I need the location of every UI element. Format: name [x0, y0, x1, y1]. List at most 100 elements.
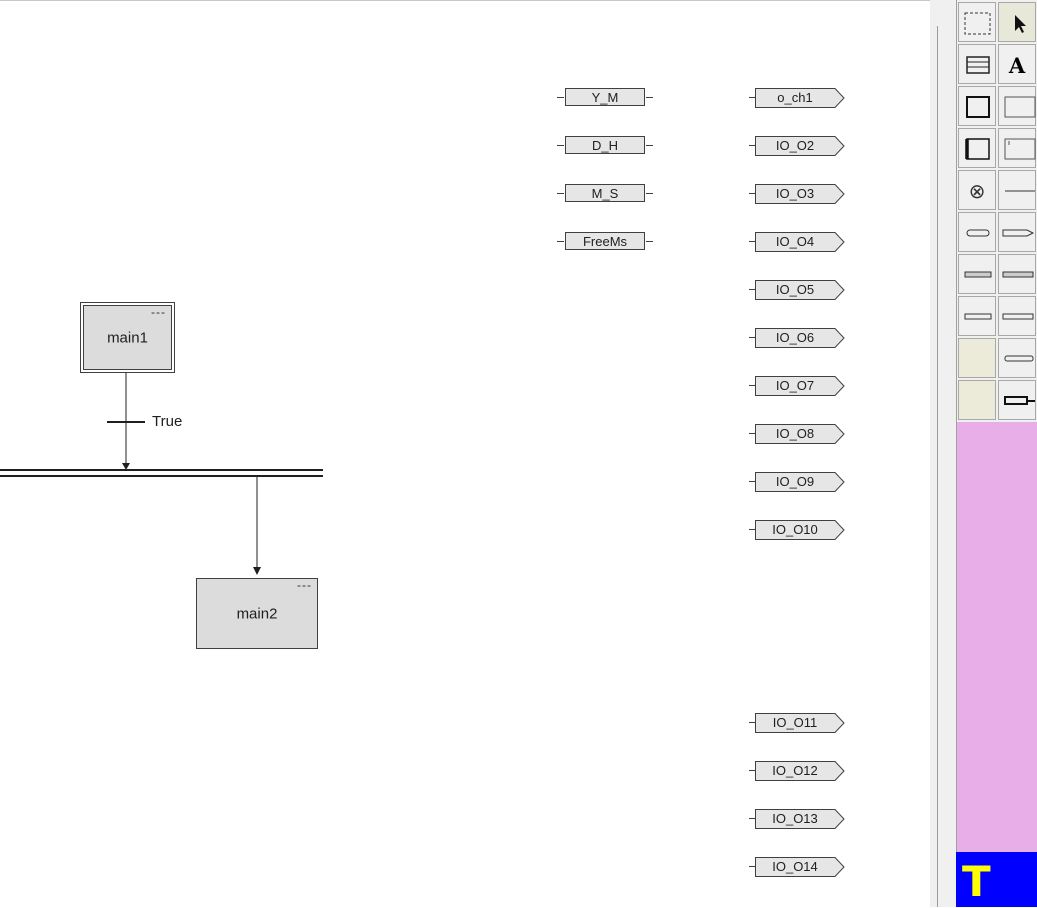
output-variable-label: IO_O10	[772, 522, 818, 537]
local-var-icon	[964, 313, 992, 320]
output-pin-left	[749, 481, 756, 482]
output-pin-left	[749, 385, 756, 386]
local-var-alt-icon	[1002, 313, 1034, 320]
output-pin-left	[749, 433, 756, 434]
input-variable-label: M_S	[565, 184, 645, 202]
logo-letter: T	[962, 857, 991, 906]
output-pin-left	[749, 722, 756, 723]
output-variable-shape	[755, 328, 845, 348]
output-variable-shape	[755, 424, 845, 444]
connector-icon	[1004, 396, 1035, 405]
palette-empty-area	[956, 422, 1037, 852]
output-pin-left	[749, 337, 756, 338]
wires-layer	[0, 373, 323, 575]
step-comment: ---	[297, 578, 312, 592]
transition-condition[interactable]: True	[152, 413, 183, 430]
input-variable-label: FreeMs	[565, 232, 645, 250]
tool-marquee-select[interactable]	[958, 2, 996, 42]
initial-step-icon	[965, 138, 990, 160]
output-variable-label: IO_O4	[775, 234, 815, 249]
sfc-diagram-canvas[interactable]: --- main1 True --- main2 Y_M D_H M_S FreeMs…	[0, 0, 930, 907]
pointer-arrow-icon	[1015, 15, 1026, 33]
output-variable-label: IO_O14	[772, 859, 818, 874]
step-main2[interactable]: --- main2	[196, 578, 318, 649]
tool-local-var[interactable]	[958, 296, 996, 336]
input-pin-right	[646, 145, 653, 146]
tool-text-tool[interactable]: A	[998, 44, 1036, 84]
output-pin-left	[749, 289, 756, 290]
tool-small-var[interactable]	[998, 338, 1036, 378]
small-var-icon	[1004, 355, 1034, 362]
output-variable-label: IO_O6	[775, 330, 815, 345]
output-variable-label: o_ch1	[777, 90, 813, 105]
tool-connector[interactable]	[998, 380, 1036, 420]
output-pin-left	[749, 529, 756, 530]
tool-horizontal-line[interactable]	[998, 170, 1036, 210]
output-variable-shape	[755, 857, 845, 877]
tool-local-var-alt[interactable]	[998, 296, 1036, 336]
output-pin-left	[749, 193, 756, 194]
input-pin-left	[557, 145, 564, 146]
output-variable-shape	[755, 472, 845, 492]
tool-step-alt[interactable]	[998, 86, 1036, 126]
output-variable-shape	[755, 376, 845, 396]
output-variable-shape	[755, 809, 845, 829]
tool-output-var[interactable]	[998, 212, 1036, 252]
splitter-rail	[937, 26, 938, 907]
output-variable-shape	[755, 280, 845, 300]
output-variable-shape	[755, 520, 845, 540]
tool-inout-var-alt[interactable]	[998, 254, 1036, 294]
circle-x-icon: ⊗	[968, 181, 986, 203]
text-tool-icon: A	[1008, 53, 1026, 78]
output-variable-label: IO_O2	[775, 138, 815, 153]
output-variable-label: IO_O7	[775, 378, 815, 393]
output-pin-left	[749, 866, 756, 867]
input-pin-right	[646, 193, 653, 194]
step-label: main2	[236, 605, 278, 622]
output-variable-label: IO_O12	[772, 763, 818, 778]
tool-pointer-arrow[interactable]	[998, 2, 1036, 42]
input-pin-right	[646, 241, 653, 242]
output-variable-label: IO_O3	[775, 186, 815, 201]
output-variable-shape	[755, 136, 845, 156]
output-var-icon	[1002, 229, 1035, 237]
output-variable-shape	[755, 88, 845, 108]
step-label: main1	[107, 329, 148, 346]
tool-circle-x[interactable]: ⊗	[958, 170, 996, 210]
output-pin-left	[749, 818, 756, 819]
step-comment: ---	[151, 305, 166, 319]
tool-initial-step[interactable]	[958, 128, 996, 168]
step-icon	[966, 96, 990, 118]
output-variable-shape	[755, 184, 845, 204]
arrow-to-divergence	[122, 463, 130, 470]
output-variable-shape	[755, 232, 845, 252]
output-variable-shape	[755, 761, 845, 781]
app-logo: T	[956, 852, 1037, 907]
input-pin-left	[557, 241, 564, 242]
output-variable-label: IO_O8	[775, 426, 815, 441]
output-variable-label: IO_O9	[775, 474, 815, 489]
marquee-select-icon	[964, 12, 991, 35]
step-alt-icon	[1004, 96, 1036, 118]
palette-empty-slot	[958, 380, 996, 420]
output-pin-left	[749, 241, 756, 242]
tool-macro-step[interactable]	[998, 128, 1036, 168]
macro-step-icon	[1004, 138, 1036, 160]
step-main1[interactable]: --- main1	[80, 302, 175, 373]
panel-icon	[966, 56, 990, 74]
tool-input-var[interactable]	[958, 212, 996, 252]
output-pin-left	[749, 770, 756, 771]
vertical-splitter[interactable]	[930, 0, 956, 907]
output-variable-label: IO_O5	[775, 282, 815, 297]
tool-inout-var[interactable]	[958, 254, 996, 294]
input-variable-label: D_H	[565, 136, 645, 154]
tool-panel[interactable]	[958, 44, 996, 84]
tool-step[interactable]	[958, 86, 996, 126]
inout-var-alt-icon	[1002, 271, 1034, 278]
input-variable-label: Y_M	[565, 88, 645, 106]
input-pin-right	[646, 97, 653, 98]
output-pin-left	[749, 145, 756, 146]
arrow-to-main2	[253, 567, 261, 575]
output-variable-label: IO_O11	[772, 715, 818, 730]
palette-empty-slot	[958, 338, 996, 378]
